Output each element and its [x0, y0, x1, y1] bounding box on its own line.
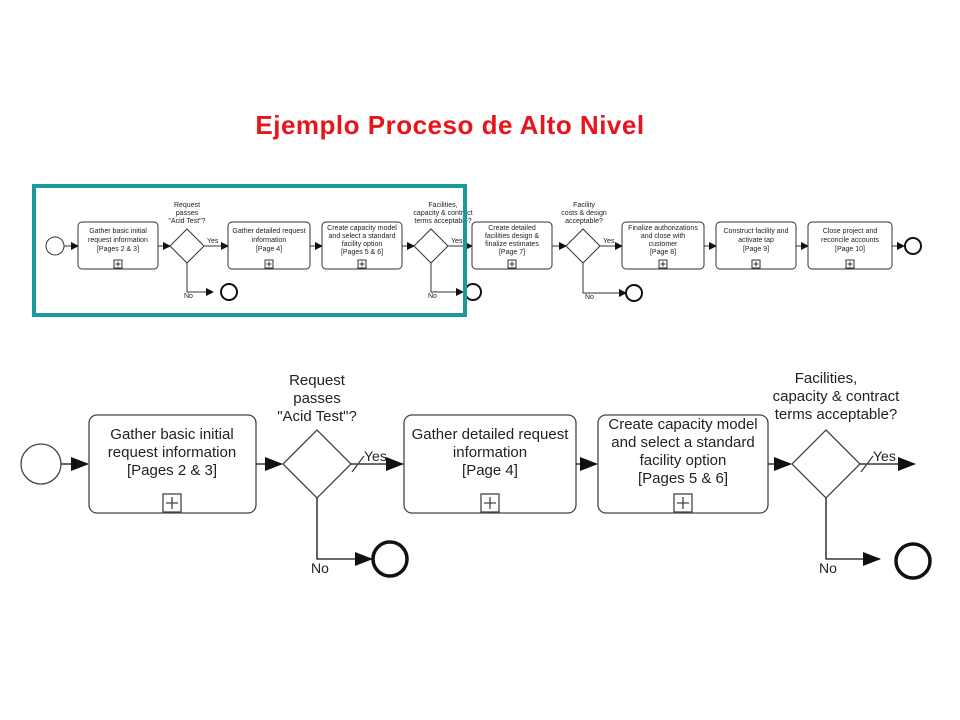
task-label-line: customer — [649, 241, 678, 248]
gateway-label-line: Request — [174, 202, 200, 209]
task-finalize-authorizations: Finalize authorizations and close with c… — [621, 221, 705, 270]
task-label-line: and select a standard — [611, 434, 754, 451]
gateway-label-line: acceptable? — [565, 218, 603, 225]
gateway-acid-test: Request passes "Acid Test"? — [168, 202, 206, 264]
no-label: No — [428, 293, 437, 300]
no-label: No — [184, 293, 193, 300]
task-gather-basic: Gather basic initial request information… — [88, 414, 257, 514]
yes-label: Yes — [364, 448, 387, 464]
task-label-line: [Page 8] — [650, 249, 676, 256]
task-capacity-model: Create capacity model and select a stand… — [321, 221, 403, 270]
task-label-line: finalize estimates — [485, 241, 539, 248]
task-label-line: Create detailed — [488, 225, 536, 232]
zoomed-diagram: Gather basic initial request information… — [20, 370, 932, 580]
highlight-box — [32, 184, 467, 317]
task-label-line: facility option — [342, 241, 383, 248]
subprocess-plus-icon — [480, 493, 500, 513]
subprocess-plus-icon — [162, 493, 182, 513]
task-label-line: activate tap — [738, 237, 774, 244]
no-label: No — [311, 560, 329, 576]
task-close-project: Close project and reconcile accounts [Pa… — [807, 221, 893, 270]
subprocess-plus-icon — [264, 259, 274, 269]
yes-label: Yes — [451, 238, 463, 245]
gateway-acid-test: Request passes "Acid Test"? — [277, 372, 357, 499]
end-event — [371, 540, 409, 578]
gateway-label-line: Facilities, — [795, 370, 858, 387]
task-label-line: Gather basic initial — [89, 228, 147, 235]
page-title: Ejemplo Proceso de Alto Nivel — [255, 110, 645, 140]
end-event — [625, 284, 643, 302]
yes-label: Yes — [207, 238, 219, 245]
task-label-line: [Page 4] — [462, 462, 518, 479]
subprocess-plus-icon — [751, 259, 761, 269]
task-label-line: Create capacity model — [327, 225, 397, 232]
gateway-costs-acceptable: Facility costs & design acceptable? — [561, 202, 607, 264]
end-event — [894, 542, 932, 580]
end-event — [904, 237, 922, 255]
task-label-line: Create capacity model — [608, 416, 757, 433]
gateway-label-line: passes — [176, 210, 199, 217]
subprocess-plus-icon — [658, 259, 668, 269]
task-capacity-model: Create capacity model and select a stand… — [597, 414, 769, 514]
task-label-line: facilities design & — [485, 233, 539, 240]
subprocess-plus-icon — [113, 259, 123, 269]
end-event — [220, 283, 238, 301]
subprocess-plus-icon — [673, 493, 693, 513]
task-label-line: Gather basic initial — [110, 426, 233, 443]
task-label-line: reconcile accounts — [821, 237, 879, 244]
yes-label: Yes — [603, 238, 615, 245]
gateway-label-line: Facilities, — [428, 202, 457, 209]
task-label-line: [Pages 5 & 6] — [638, 470, 728, 487]
gateway-label-line: passes — [293, 390, 341, 407]
task-label-line: [Page 4] — [256, 246, 282, 253]
task-label-line: [Pages 2 & 3] — [127, 462, 217, 479]
subprocess-plus-icon — [357, 259, 367, 269]
task-label-line: request information — [88, 237, 148, 244]
task-label-line: [Page 7] — [499, 249, 525, 256]
task-label-line: facility option — [640, 452, 727, 469]
task-gather-detailed: Gather detailed request information [Pag… — [227, 221, 311, 270]
task-label-line: Gather detailed request — [232, 228, 305, 235]
subprocess-plus-icon — [507, 259, 517, 269]
task-label-line: Close project and — [823, 228, 878, 235]
task-label-line: [Page 9] — [743, 246, 769, 253]
gateway-facilities-acceptable: Facilities, capacity & contract terms ac… — [773, 370, 901, 499]
task-label-line: request information — [108, 444, 236, 461]
overview-diagram: Gather basic initial request information… — [45, 202, 922, 302]
task-label-line: and close with — [641, 233, 685, 240]
gateway-label-line: terms acceptable? — [414, 218, 471, 225]
task-gather-detailed: Gather detailed request information [Pag… — [403, 414, 577, 514]
gateway-label-line: costs & design — [561, 210, 607, 217]
task-label-line: and select a standard — [329, 233, 396, 240]
task-label-line: [Page 10] — [835, 246, 865, 253]
task-label-line: Gather detailed request — [412, 426, 570, 443]
gateway-label-line: Facility — [573, 202, 595, 209]
gateway-label-line: "Acid Test"? — [168, 218, 205, 225]
start-event — [45, 236, 65, 256]
gateway-label-line: Request — [289, 372, 346, 389]
no-label: No — [819, 560, 837, 576]
yes-label: Yes — [873, 448, 896, 464]
task-label-line: information — [252, 237, 287, 244]
task-gather-basic: Gather basic initial request information… — [77, 221, 159, 270]
gateway-label-line: terms acceptable? — [775, 406, 898, 423]
task-label-line: information — [453, 444, 527, 461]
task-label-line: [Pages 5 & 6] — [341, 249, 383, 256]
task-construct-facility: Construct facility and activate tap [Pag… — [715, 221, 797, 270]
subprocess-plus-icon — [845, 259, 855, 269]
gateway-label-line: capacity & contract — [413, 210, 472, 217]
task-label-line: Construct facility and — [724, 228, 789, 235]
task-label-line: [Pages 2 & 3] — [97, 246, 139, 253]
no-label: No — [585, 294, 594, 301]
gateway-label-line: "Acid Test"? — [277, 408, 357, 425]
start-event — [20, 443, 62, 485]
gateway-label-line: capacity & contract — [773, 388, 901, 405]
end-event — [464, 283, 482, 301]
task-label-line: Finalize authorizations — [628, 225, 698, 232]
task-detailed-design: Create detailed facilities design & fina… — [471, 221, 553, 270]
